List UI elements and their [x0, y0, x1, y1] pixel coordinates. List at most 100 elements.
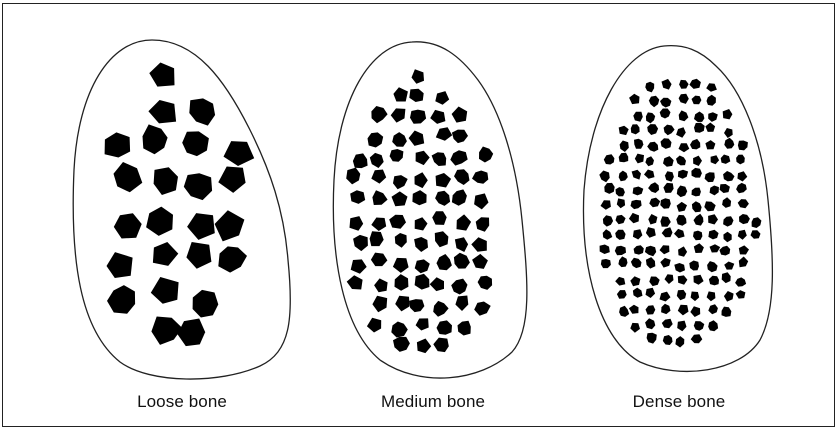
- bone-particle: [393, 258, 409, 273]
- panel-medium-bone: [333, 42, 527, 378]
- bone-particle: [479, 147, 493, 163]
- bone-particle: [472, 171, 488, 184]
- bone-particle: [724, 138, 734, 149]
- bone-particle: [412, 69, 425, 84]
- bone-particle: [678, 246, 687, 256]
- bone-particle: [633, 229, 643, 239]
- bone-particle: [723, 232, 731, 243]
- bone-particle: [690, 139, 700, 150]
- bone-particle: [415, 217, 428, 230]
- bone-particle: [455, 237, 468, 252]
- bone-particle: [689, 261, 699, 271]
- bone-particle: [371, 218, 386, 232]
- bone-particle: [371, 106, 387, 123]
- bone-particle: [674, 263, 685, 273]
- bone-particle: [691, 168, 702, 178]
- bone-particle: [660, 245, 670, 254]
- bone-particle: [646, 112, 655, 123]
- particles-dense-bone: [599, 79, 761, 348]
- bone-particle: [693, 156, 702, 166]
- bone-particle: [660, 109, 671, 119]
- bone-particle: [151, 317, 182, 345]
- bone-particle: [720, 184, 730, 193]
- bone-particle: [367, 318, 381, 333]
- bone-particle: [704, 201, 715, 211]
- bone-particle: [435, 91, 449, 105]
- bone-particle: [633, 187, 644, 196]
- bone-particle: [679, 94, 689, 104]
- panel-loose-bone: [73, 40, 290, 379]
- bone-particle: [710, 186, 719, 196]
- bone-particle: [430, 277, 444, 291]
- bone-particle: [432, 152, 447, 166]
- bone-particle: [604, 183, 614, 194]
- bone-particle: [752, 217, 762, 228]
- bone-particle: [646, 227, 656, 238]
- bone-particle: [617, 290, 627, 299]
- bone-particle: [603, 215, 613, 226]
- bone-particle: [676, 127, 686, 138]
- bone-particle: [647, 333, 657, 344]
- bone-particle: [371, 170, 386, 184]
- bone-particle: [647, 142, 658, 152]
- bone-particle: [707, 291, 716, 301]
- bone-particle: [630, 323, 640, 333]
- bone-particle: [350, 216, 364, 231]
- bone-particle: [395, 296, 409, 312]
- bone-particle: [143, 124, 168, 154]
- bone-particle: [409, 89, 423, 102]
- bone-particle: [436, 173, 452, 188]
- bone-particle: [705, 172, 715, 182]
- bone-particle: [436, 127, 452, 141]
- bone-particle: [722, 197, 731, 208]
- bone-particle: [708, 230, 718, 240]
- bone-particle: [674, 229, 685, 238]
- bone-particle: [617, 198, 625, 208]
- bone-particle: [372, 296, 387, 313]
- bone-particle: [417, 339, 431, 354]
- bone-particle: [148, 100, 176, 123]
- bone-particle: [224, 141, 255, 166]
- bone-particle: [353, 235, 368, 251]
- bone-particle: [660, 258, 670, 268]
- bone-particle: [193, 290, 219, 318]
- bone-particle: [662, 79, 672, 90]
- bone-particle: [724, 128, 733, 138]
- bone-particle: [735, 277, 746, 286]
- bone-particle: [615, 277, 625, 286]
- bone-particle: [153, 242, 178, 266]
- bone-particle: [353, 153, 368, 168]
- label-loose-bone: Loose bone: [137, 392, 227, 412]
- bone-particle: [603, 229, 613, 240]
- bone-particle: [452, 189, 467, 205]
- bone-particle: [631, 258, 642, 268]
- bone-particle: [451, 279, 467, 295]
- bone-particle: [368, 132, 384, 147]
- bone-particle: [645, 246, 656, 256]
- bone-particle: [679, 80, 689, 89]
- bone-particle: [635, 154, 644, 164]
- bone-particle: [149, 63, 174, 87]
- bone-particle: [633, 288, 643, 298]
- bone-particle: [692, 96, 702, 105]
- bone-particle: [177, 319, 205, 347]
- bone-particle: [678, 170, 688, 179]
- bone-particle: [410, 110, 426, 124]
- bone-particle: [719, 246, 730, 256]
- bone-particle: [676, 156, 686, 166]
- bone-particle: [645, 156, 654, 166]
- bone-particle: [708, 112, 718, 122]
- bone-particle: [710, 244, 721, 252]
- bone-particle: [632, 170, 641, 180]
- bone-particle: [694, 214, 704, 226]
- bone-particle: [454, 169, 470, 185]
- bone-particle: [395, 274, 409, 291]
- bone-particle: [619, 306, 629, 317]
- bone-particle: [692, 201, 702, 212]
- bone-particle: [599, 171, 609, 183]
- bone-particle: [665, 274, 674, 284]
- bone-particle: [723, 216, 733, 226]
- bone-particle: [722, 272, 731, 283]
- bone-particle: [706, 83, 717, 92]
- bone-particle: [705, 123, 715, 132]
